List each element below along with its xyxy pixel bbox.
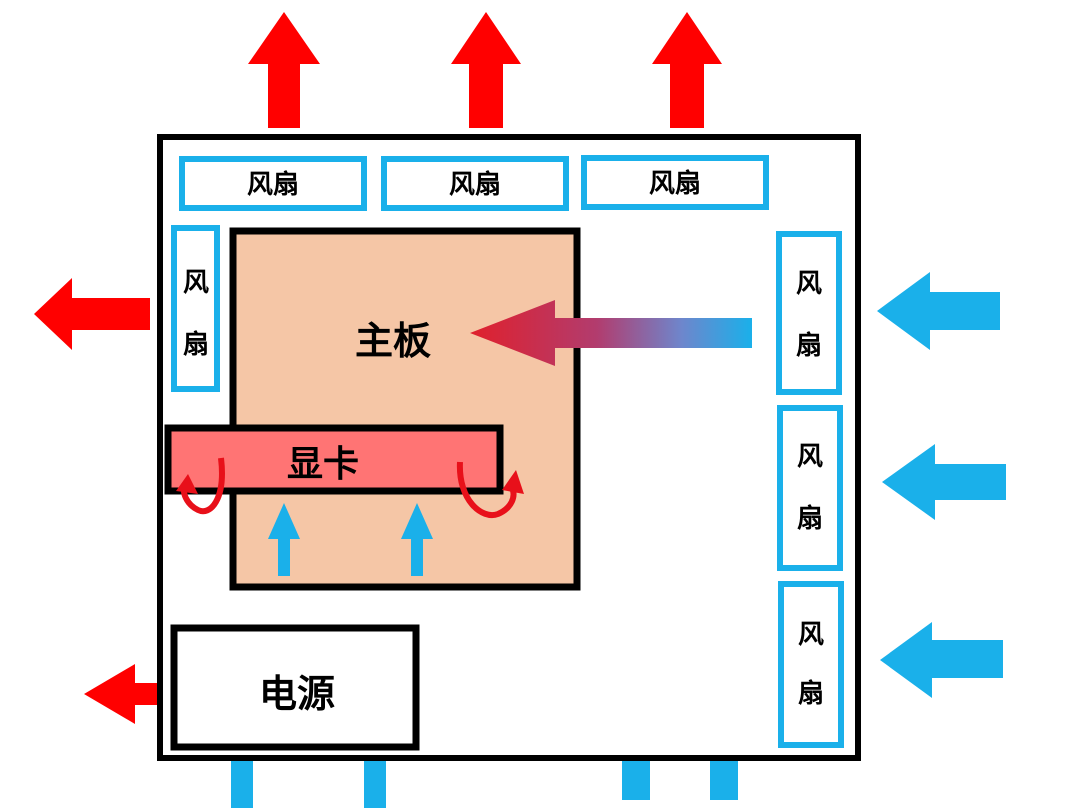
intake-arrow-right-3	[880, 622, 1003, 698]
gpu-curved-arrow-left	[176, 457, 225, 515]
left-fan: 风 扇	[171, 225, 220, 392]
intake-arrow-right-1	[877, 272, 1000, 350]
motherboard-label: 主板	[355, 319, 431, 363]
gpu-intake-arrow-1	[268, 503, 300, 576]
power-supply-label: 电源	[259, 672, 335, 716]
gpu-intake-arrow-2	[401, 503, 433, 576]
top-fan-3: 风扇	[581, 155, 769, 210]
fan-label: 风扇	[449, 169, 501, 200]
power-supply	[170, 624, 420, 751]
exhaust-arrow-left-2	[84, 664, 216, 724]
fan-label: 风扇	[247, 169, 299, 200]
top-fan-2: 风扇	[381, 156, 569, 211]
fan-label-char-2: 扇	[798, 678, 824, 709]
fan-label-char-2: 扇	[796, 330, 822, 361]
right-fan-3: 风 扇	[778, 581, 844, 748]
exhaust-arrow-top-2	[451, 12, 521, 128]
airflow-gradient-arrow	[470, 300, 752, 366]
exhaust-arrow-top-3	[652, 12, 722, 128]
exhaust-arrow-top-1	[248, 12, 320, 128]
gpu-curved-arrow-right	[456, 461, 524, 519]
fan-label-char-1: 风	[798, 620, 824, 650]
fan-label-char-1: 风	[796, 269, 822, 299]
right-fan-2: 风 扇	[777, 405, 843, 571]
fan-label-char-2: 扇	[183, 329, 209, 360]
right-fan-1: 风 扇	[776, 231, 842, 395]
exhaust-arrow-left-1	[34, 278, 150, 350]
intake-arrow-right-2	[882, 444, 1006, 520]
fan-label-char-1: 风	[797, 442, 823, 472]
top-fan-1: 风扇	[179, 156, 367, 211]
fan-label-char-2: 扇	[797, 503, 823, 534]
graphics-card-label: 显卡	[287, 444, 359, 485]
fan-label: 风扇	[649, 168, 701, 199]
fan-label-char-1: 风	[183, 268, 209, 298]
